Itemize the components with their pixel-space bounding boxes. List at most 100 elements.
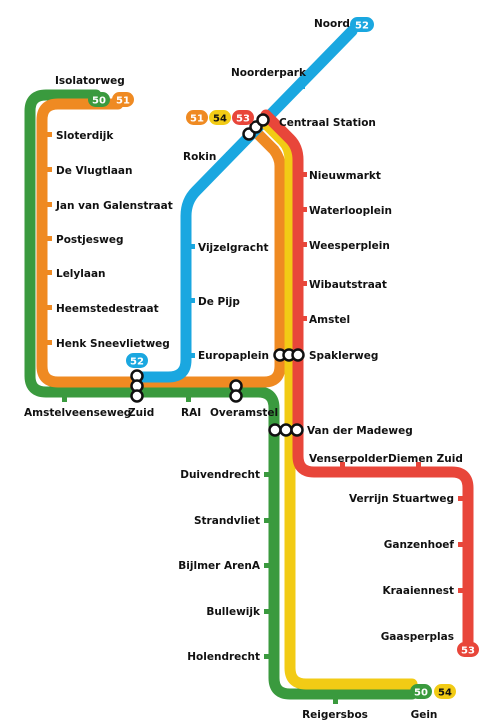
station-label-reigersbos: Reigersbos [302, 709, 368, 721]
station-label-wibautstraat: Wibautstraat [309, 279, 387, 291]
tick-strandvliet [264, 518, 270, 523]
station-label-holendrecht: Holendrecht [187, 651, 260, 663]
badge-line-54-centraal: 54 [209, 110, 231, 125]
tick-venserpolder [340, 462, 345, 467]
terminus-badges: 52 50 51 51 54 53 [88, 17, 479, 699]
badge-line-53-centraal: 53 [232, 110, 254, 125]
station-label-amstelveenseweg: Amstelveenseweg [24, 407, 131, 419]
tick-amstelveenseweg [62, 396, 67, 402]
tick-postjesweg [46, 236, 52, 241]
station-label-bijlmer-arena: Bijlmer ArenA [178, 560, 261, 572]
station-label-weesperplein: Weesperplein [309, 240, 390, 252]
interchange-markers [130, 113, 305, 437]
station-label-europaplein: Europaplein [198, 350, 269, 362]
tick-rai [186, 396, 191, 402]
badge-line-52-noord: 52 [350, 17, 374, 32]
tick-diemen-zuid [416, 462, 421, 467]
station-label-venserpolder: Venserpolder [309, 453, 389, 465]
station-label-duivendrecht: Duivendrecht [180, 469, 260, 481]
tick-wibautstraat [302, 281, 307, 286]
station-label-bullewijk: Bullewijk [206, 606, 261, 618]
station-ticks [46, 84, 463, 704]
line-52-route [134, 25, 358, 383]
line-53-route [260, 109, 474, 654]
tick-verrijn-stuartweg [458, 496, 463, 501]
station-label-rokin: Rokin [183, 151, 216, 163]
station-label-gein: Gein [411, 709, 438, 721]
station-label-heemstedestraat: Heemstedestraat [56, 303, 159, 315]
tick-lelylaan [46, 270, 52, 275]
station-label-de-pijp: De Pijp [198, 296, 240, 308]
badge-line-54-gein: 54 [434, 684, 456, 699]
svg-text:52: 52 [355, 21, 369, 32]
station-label-vijzelgracht: Vijzelgracht [198, 242, 268, 254]
tick-de-pijp [190, 298, 195, 303]
svg-text:54: 54 [213, 114, 227, 125]
tick-ganzenhoef [458, 542, 463, 547]
station-label-jan-van-galenstraat: Jan van Galenstraat [55, 200, 173, 212]
line-50-route [24, 89, 418, 700]
badge-line-50-gein: 50 [410, 684, 432, 699]
station-label-overamstel: Overamstel [210, 407, 278, 419]
svg-text:52: 52 [130, 357, 144, 368]
line-54-route [260, 118, 418, 690]
station-label-kraaiennest: Kraaiennest [382, 585, 454, 597]
tick-sloterdijk [46, 132, 52, 137]
tick-vijzelgracht [190, 244, 195, 249]
station-labels: Noord Noorderpark Centraal Station Rokin… [24, 18, 463, 721]
station-label-nieuwmarkt: Nieuwmarkt [309, 170, 381, 182]
interchange-van-der-madeweg [279, 423, 293, 437]
station-label-rai: RAI [181, 407, 201, 419]
station-label-de-vlugtlaan: De Vlugtlaan [56, 165, 132, 177]
tick-duivendrecht [264, 472, 270, 477]
station-label-lelylaan: Lelylaan [56, 268, 106, 280]
station-label-ganzenhoef: Ganzenhoef [384, 539, 455, 551]
interchange-spaklerweg [291, 348, 305, 362]
tick-weesperplein [302, 242, 307, 247]
svg-text:50: 50 [92, 96, 106, 107]
svg-text:51: 51 [116, 96, 130, 107]
tick-bullewijk [264, 609, 270, 614]
tick-rokin [226, 152, 231, 157]
station-label-strandvliet: Strandvliet [194, 515, 260, 527]
station-label-sloterdijk: Sloterdijk [56, 130, 114, 142]
station-label-gaasperplas: Gaasperplas [381, 631, 454, 643]
station-label-centraal-station: Centraal Station [279, 117, 376, 129]
station-label-verrijn-stuartweg: Verrijn Stuartweg [349, 493, 454, 505]
tick-holendrecht [264, 654, 270, 659]
tick-heemstedestraat [46, 305, 52, 310]
station-label-noord: Noord [314, 18, 350, 30]
tick-de-vlugtlaan [46, 167, 52, 172]
station-label-postjesweg: Postjesweg [56, 234, 124, 246]
interchange-van-der-madeweg [268, 423, 282, 437]
svg-text:53: 53 [236, 114, 250, 125]
svg-text:53: 53 [461, 646, 475, 657]
interchange-van-der-madeweg [290, 423, 304, 437]
tick-bijlmer-arena [264, 563, 270, 568]
tick-henk-sneevlietweg [46, 340, 52, 345]
interchange-overamstel [229, 389, 243, 403]
badge-line-51-centraal: 51 [186, 110, 208, 125]
tick-waterlooplein [302, 207, 307, 212]
svg-text:54: 54 [438, 688, 452, 699]
badge-line-53-gaasperplas: 53 [457, 642, 479, 657]
tick-amstel [302, 316, 307, 321]
badge-line-52-zuid: 52 [126, 353, 148, 368]
interchange-centraal [256, 113, 270, 127]
station-label-van-der-madeweg: Van der Madeweg [307, 425, 413, 437]
tick-europaplein [190, 353, 195, 358]
route-lines [24, 25, 474, 700]
badge-line-51-isolatorweg: 51 [112, 92, 134, 107]
tick-kraaiennest [458, 588, 463, 593]
station-label-isolatorweg: Isolatorweg [55, 75, 125, 87]
tick-nieuwmarkt [302, 172, 307, 177]
tick-noorderpark [300, 84, 305, 89]
interchange-zuid [130, 389, 144, 403]
station-label-henk-sneevlietweg: Henk Sneevlietweg [56, 338, 170, 350]
tick-jan-van-galenstraat [46, 202, 52, 207]
badge-line-50-isolatorweg: 50 [88, 92, 110, 107]
station-label-amstel: Amstel [309, 314, 350, 326]
station-label-waterlooplein: Waterlooplein [309, 205, 392, 217]
